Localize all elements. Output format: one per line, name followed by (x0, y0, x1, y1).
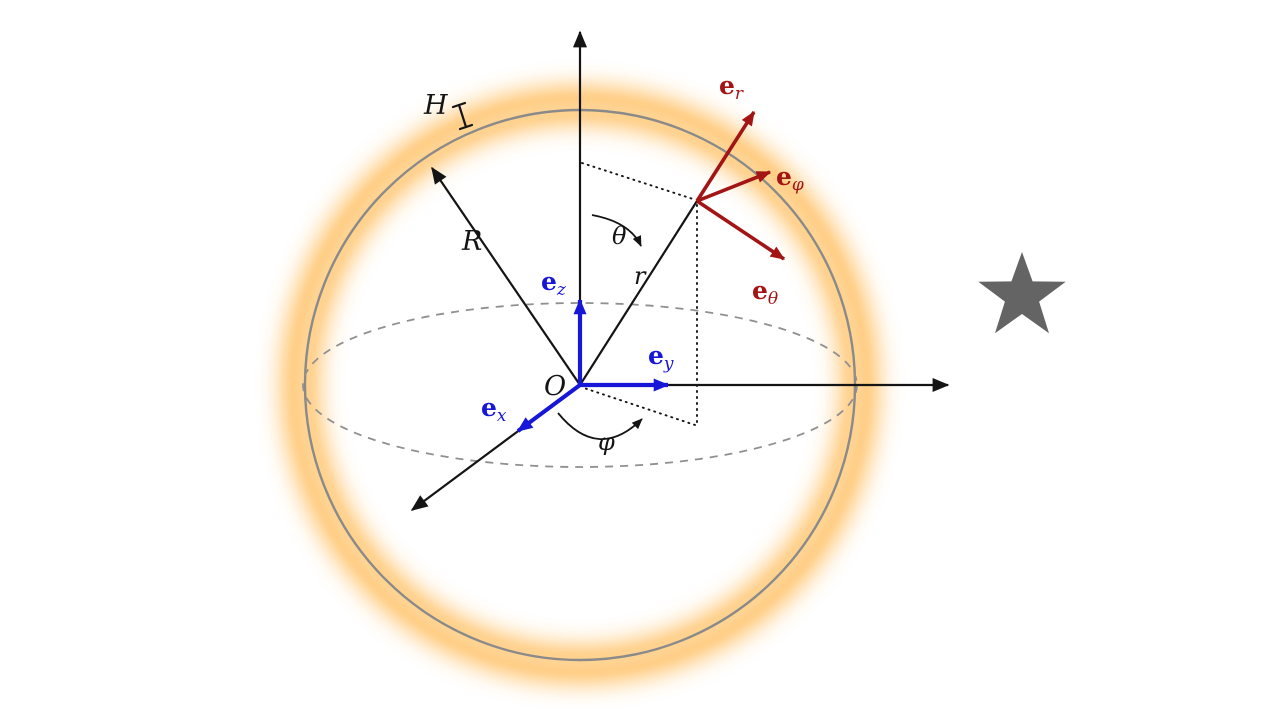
label-e-x: ex (481, 393, 507, 426)
er-vector (695, 110, 756, 202)
tick-cap-bottom (458, 123, 474, 131)
tick-main (457, 103, 468, 129)
label-e-z-base: e (541, 267, 557, 296)
radial-line-r (579, 200, 698, 386)
label-e-theta: eθ (752, 276, 778, 309)
star-icon (978, 252, 1066, 334)
label-e-phi-sub: φ (792, 175, 804, 195)
label-e-r: er (719, 71, 744, 104)
phi-angle-arc (557, 412, 643, 440)
etheta-vector (696, 199, 785, 261)
label-e-x-sub: x (497, 406, 507, 426)
label-e-z: ez (541, 267, 567, 300)
label-e-r-sub: r (735, 84, 744, 104)
ephi-vector (696, 170, 772, 203)
label-O: O (544, 371, 566, 402)
label-r: r (634, 262, 647, 290)
label-e-y-sub: y (663, 354, 674, 374)
projection-line-equatorial (583, 387, 696, 426)
radius-R-arrow (431, 166, 581, 386)
label-e-phi-base: e (776, 162, 792, 191)
label-e-theta-base: e (752, 276, 768, 305)
label-e-theta-sub: θ (768, 289, 778, 309)
label-phi: φ (598, 428, 615, 456)
projection-lines (581, 162, 698, 426)
label-e-z-sub: z (556, 280, 567, 300)
ex-vector (516, 383, 582, 433)
label-e-r-base: e (719, 71, 735, 100)
label-e-x-base: e (481, 393, 497, 422)
label-H: H (423, 90, 448, 121)
tick-cap-top (451, 101, 467, 109)
label-e-y: ey (648, 341, 674, 374)
projection-line-top (581, 162, 694, 200)
theta-angle-arc (591, 214, 642, 247)
atmosphere-thickness-tick (451, 101, 474, 131)
label-R: R (461, 226, 482, 257)
label-e-y-base: e (648, 341, 664, 370)
label-e-phi: eφ (776, 162, 804, 195)
label-theta: θ (612, 222, 627, 250)
